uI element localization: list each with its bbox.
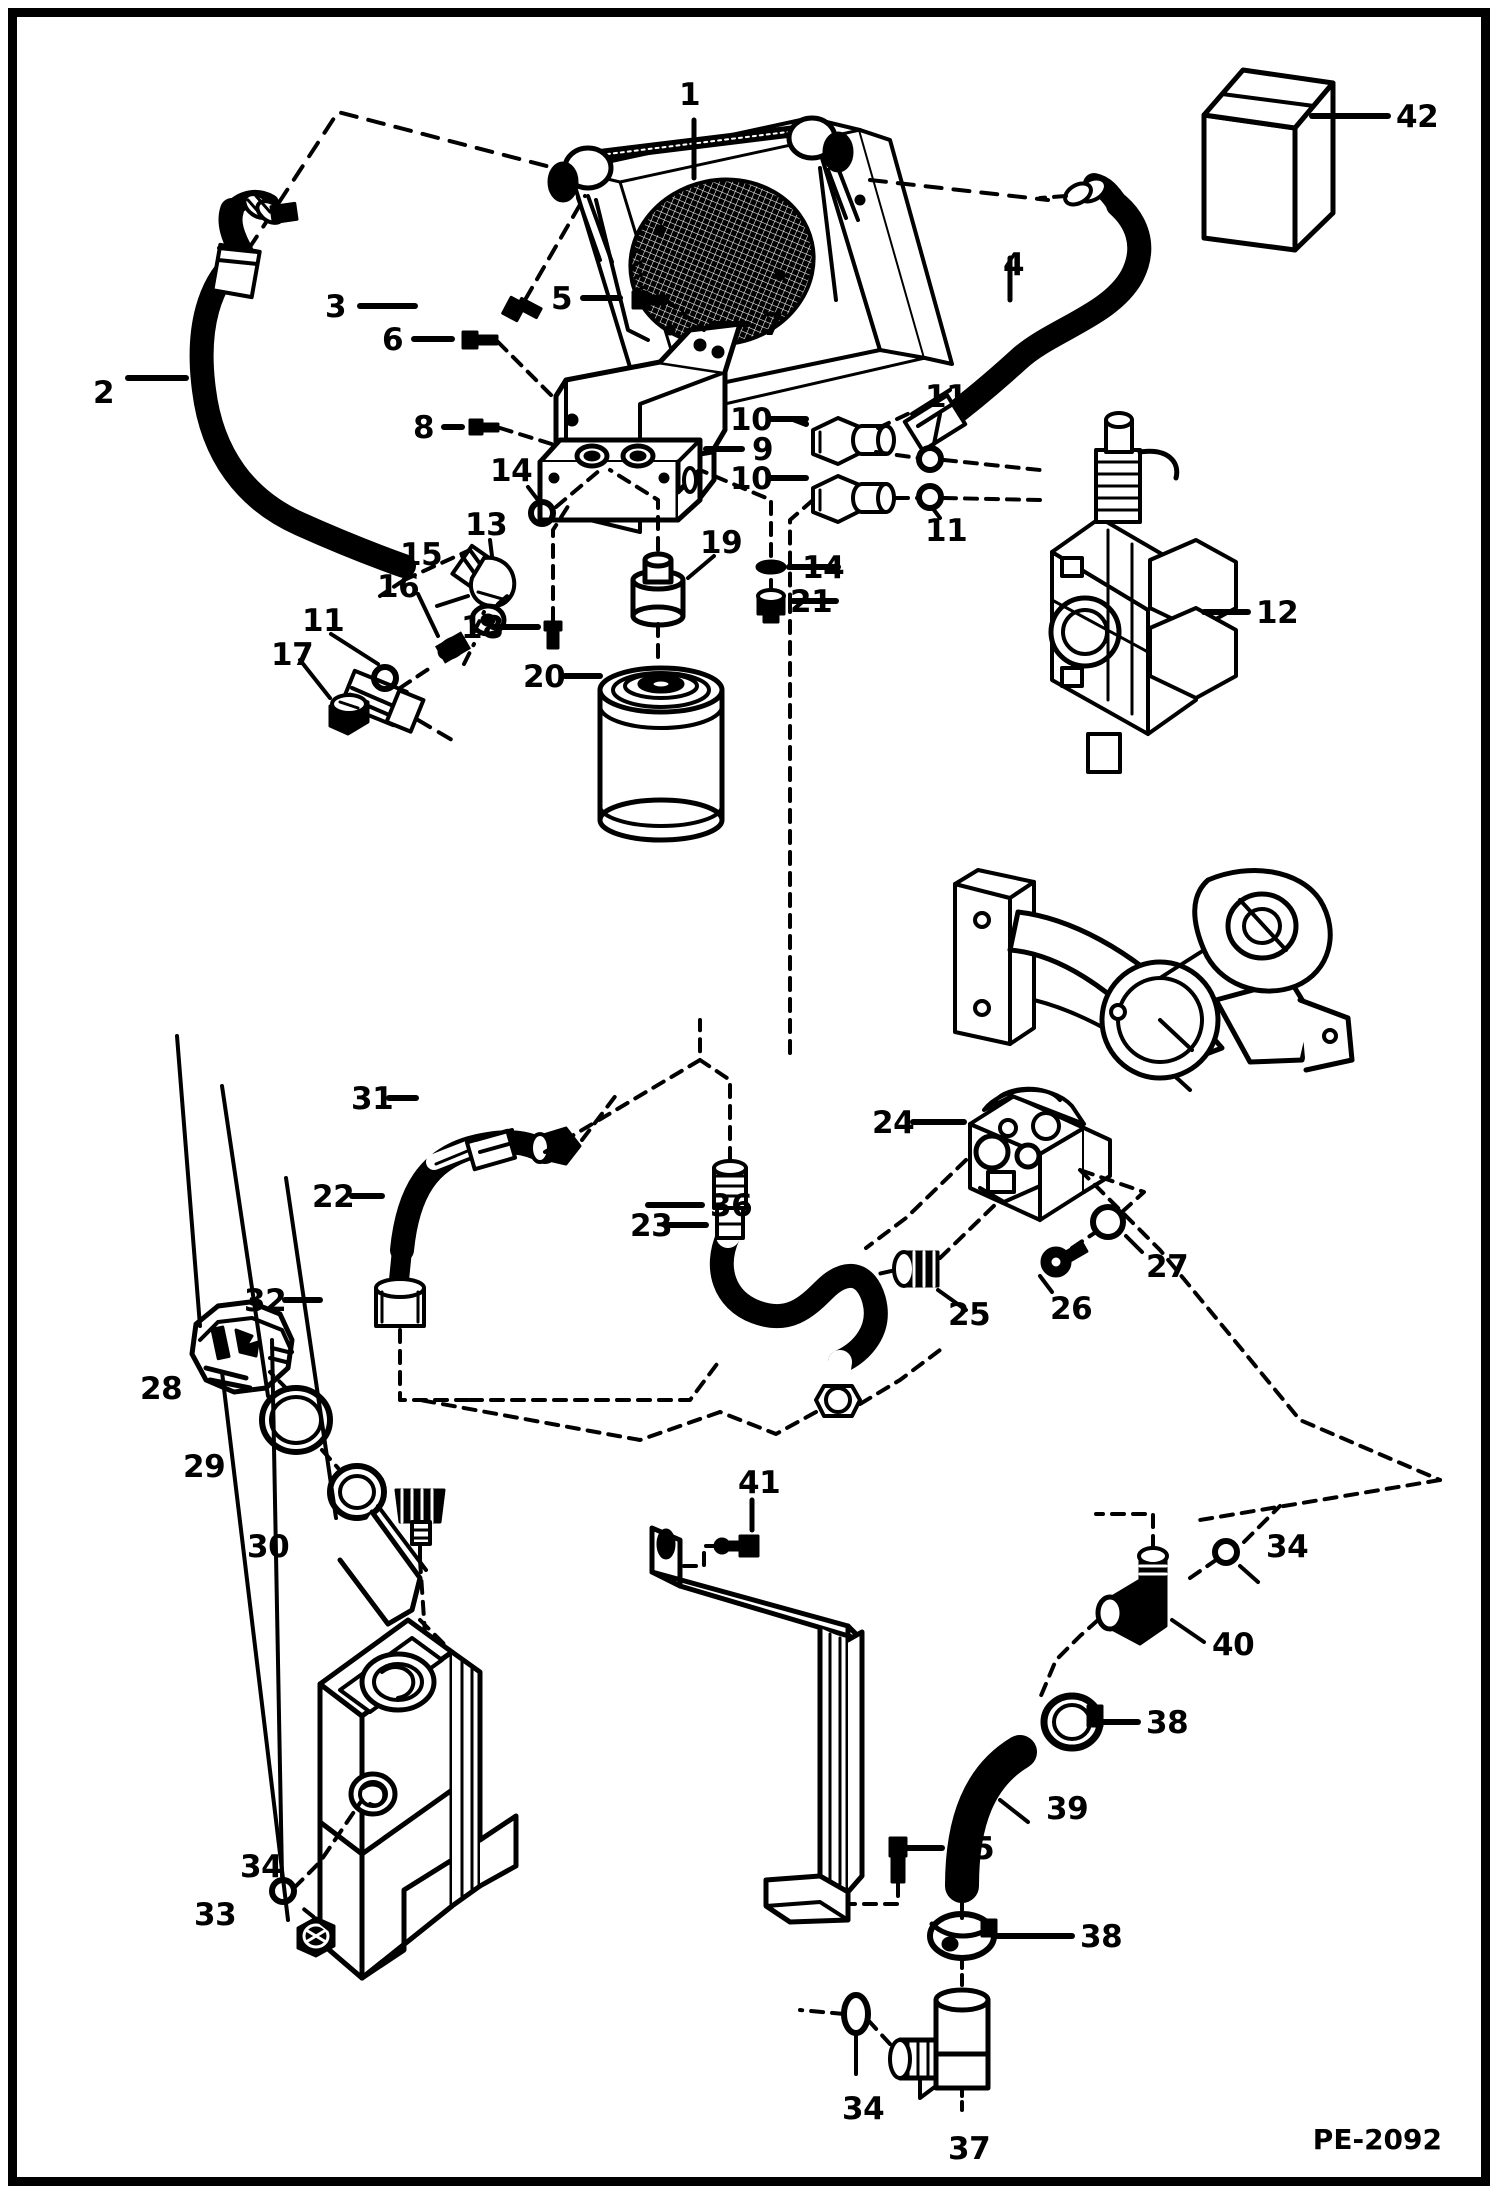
screw-5 [631, 290, 667, 310]
callout-40: 40 [1212, 1627, 1255, 1663]
o-ring-11b [919, 486, 941, 508]
hydraulic-hose-22 [374, 1126, 582, 1328]
callout-38: 38 [1146, 1705, 1189, 1741]
washer-27 [1090, 1204, 1126, 1240]
callout-14b: 14 [802, 550, 845, 586]
hydraulic-fluid-container [1201, 67, 1336, 253]
elbow-fitting-10b [811, 474, 896, 524]
callout-19: 19 [700, 525, 743, 561]
filter-head-19 [630, 551, 686, 628]
hose-2-upper-fitting [210, 189, 299, 300]
suction-hose-39 [945, 1735, 1037, 1903]
callout-7: 7 [762, 307, 784, 343]
adapter-fitting-13 [450, 543, 517, 609]
control-valve-12 [1048, 411, 1238, 774]
hydraulic-hose-23 [709, 1159, 888, 1418]
screw-3 [501, 295, 543, 323]
callout-1: 1 [679, 77, 701, 113]
callout-13: 13 [465, 507, 508, 543]
callout-18: 18 [461, 610, 504, 646]
callout-32: 32 [244, 1283, 287, 1319]
callout-15: 15 [400, 537, 443, 573]
oil-cooler-assembly [547, 115, 954, 414]
callout-31: 31 [351, 1081, 394, 1117]
diagram-border-frame [8, 8, 1490, 2186]
callout-34: 34 [240, 1849, 283, 1885]
bolt-41 [713, 1534, 760, 1558]
hydraulic-hose-4 [902, 173, 1152, 453]
callout-25: 25 [948, 1297, 991, 1333]
breather-filter-31 [394, 1488, 446, 1562]
hose-clamp-38-lower [927, 1911, 998, 1961]
callout-8: 8 [413, 410, 435, 446]
screw-8 [468, 418, 500, 436]
callout-14: 14 [490, 453, 533, 489]
callout-21: 21 [790, 584, 833, 620]
callout-22: 22 [312, 1179, 355, 1215]
callout-10: 10 [730, 402, 773, 438]
heat-shield-36 [649, 1525, 865, 1925]
callout-2: 2 [93, 375, 115, 411]
callout-11c: 11 [302, 603, 345, 639]
callout-24: 24 [872, 1105, 915, 1141]
o-ring-11 [919, 448, 941, 470]
callout-42: 42 [1396, 99, 1439, 135]
cap-gasket-29 [259, 1385, 333, 1455]
callout-35: 35 [952, 1831, 995, 1867]
callout-6: 6 [382, 322, 404, 358]
callout-20: 20 [523, 659, 566, 695]
callout-10b: 10 [730, 461, 773, 497]
callout-36: 36 [710, 1188, 753, 1224]
callout-16: 16 [377, 569, 420, 605]
hydraulic-reservoir-32 [317, 1617, 519, 1981]
fill-cap-28 [189, 1299, 295, 1395]
plug-21 [756, 588, 786, 624]
callout-27: 27 [1146, 1249, 1189, 1285]
plug-18 [543, 620, 563, 650]
screw-6 [461, 330, 499, 350]
callout-26: 26 [1050, 1291, 1093, 1327]
callout-11: 11 [925, 379, 968, 415]
callout-33: 33 [194, 1897, 237, 1933]
callout-34c: 34 [842, 2091, 885, 2127]
bolt-35 [888, 1836, 908, 1884]
callout-5: 5 [551, 281, 573, 317]
hose-clamp-38-upper [1040, 1692, 1104, 1752]
pump-fitting-25 [892, 1250, 940, 1288]
callout-37: 37 [948, 2131, 991, 2167]
pump-mount-bracket [953, 868, 1355, 1092]
manifold-block-9 [537, 437, 703, 523]
o-ring-34b [1215, 1541, 1237, 1563]
callout-30: 30 [247, 1529, 290, 1565]
callout-23: 23 [630, 1208, 673, 1244]
callout-11b: 11 [925, 513, 968, 549]
bolt-26 [1040, 1241, 1089, 1278]
callout-12: 12 [1256, 595, 1299, 631]
callout-34b: 34 [1266, 1529, 1309, 1565]
oil-filter-20 [597, 665, 725, 843]
callout-3: 3 [325, 289, 347, 325]
callout-38b: 38 [1080, 1919, 1123, 1955]
callout-41: 41 [738, 1465, 781, 1501]
callout-17: 17 [271, 637, 314, 673]
nut-17 [328, 692, 370, 736]
hydraulic-pump-24 [968, 1086, 1112, 1222]
elbow-fitting-10 [811, 416, 896, 466]
callout-39: 39 [1046, 1791, 1089, 1827]
callout-9: 9 [752, 432, 774, 468]
drain-plug-33 [296, 1916, 336, 1958]
diagram-id-tag: PE-2092 [1312, 2123, 1442, 2156]
stud-16 [435, 631, 471, 664]
o-ring-14b [755, 559, 787, 575]
callout-4: 4 [1003, 247, 1025, 283]
o-ring-34c [841, 1992, 871, 2036]
elbow-fitting-40 [1095, 1546, 1169, 1646]
callout-29: 29 [183, 1449, 226, 1485]
elbow-fitting-37 [888, 1987, 991, 2112]
callout-28: 28 [140, 1371, 183, 1407]
